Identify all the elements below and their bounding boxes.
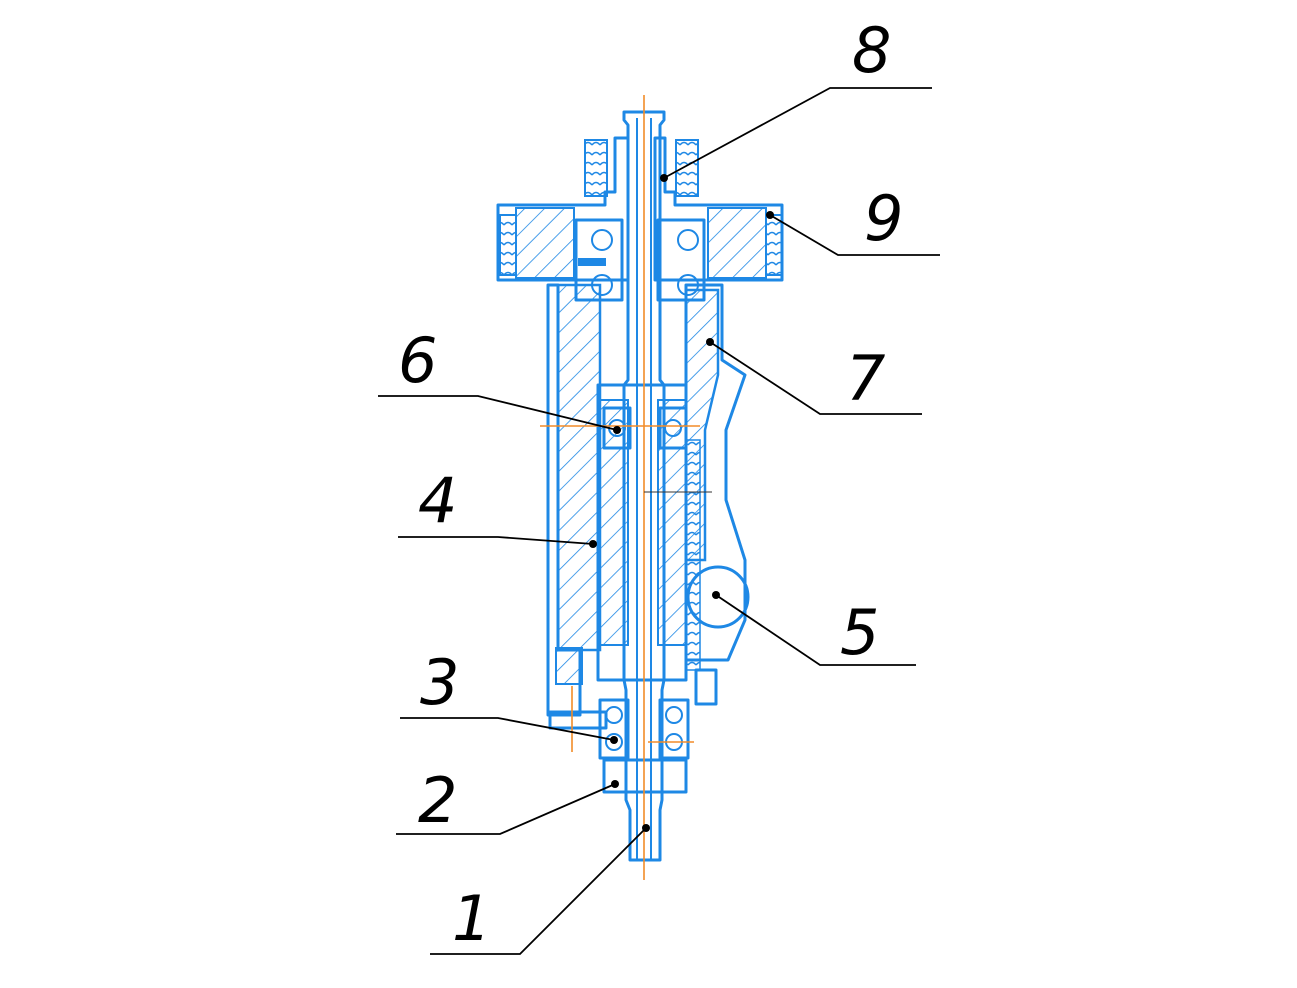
leader-6-dot [613, 426, 621, 434]
leader-2 [396, 783, 616, 835]
housing-right-wall [684, 283, 747, 662]
key-slot [578, 258, 606, 266]
pulley-body [496, 136, 630, 282]
leader-9-dot [766, 211, 774, 219]
leader-6 [378, 395, 618, 431]
housing-bottom-hatch [555, 647, 583, 685]
top-bearing-left [574, 218, 624, 302]
spindle-shaft [622, 110, 666, 862]
ball-icon [605, 706, 623, 724]
bottom-bearing-left [598, 698, 630, 760]
top-bearings [574, 218, 706, 302]
pinion-gear [686, 565, 750, 629]
housing-left-hatch [556, 283, 602, 652]
mid-bearing-right [658, 406, 688, 450]
top-bearing-right [656, 218, 706, 302]
pulley-left-groove [499, 214, 517, 276]
callout-7: 7 [846, 342, 885, 415]
leader-3-dot [610, 736, 618, 744]
bottom-bearing-right [658, 698, 690, 760]
callout-1: 1 [452, 882, 491, 955]
leader-7 [709, 341, 922, 415]
callout-3: 3 [420, 646, 459, 719]
pulley-right-groove [765, 214, 783, 276]
spindle-outline [622, 110, 666, 862]
callout-8: 8 [852, 14, 891, 87]
leader-2-dot [611, 780, 619, 788]
ball-icon [591, 229, 613, 251]
pulley-right-thread [675, 139, 699, 197]
pulley [496, 136, 784, 282]
pulley-left-hatch [515, 207, 575, 279]
bottom-bearing [598, 698, 690, 794]
callouts: 8 9 7 6 4 5 3 2 1 [378, 14, 940, 955]
ball-icon [677, 274, 699, 296]
housing-right-lug [694, 668, 718, 706]
leader-8 [663, 87, 932, 179]
leader-3 [400, 717, 615, 741]
ball-icon [605, 733, 623, 751]
leader-4 [398, 536, 594, 545]
pulley-left-thread [584, 139, 608, 197]
leader-7-dot [706, 338, 714, 346]
mid-bearing-left [602, 406, 632, 450]
callout-5: 5 [840, 596, 879, 669]
callout-4: 4 [418, 464, 457, 537]
pulley-body-right [653, 136, 784, 282]
leader-4-dot [589, 540, 597, 548]
callout-6: 6 [398, 324, 437, 397]
leader-5 [715, 594, 916, 666]
leader-1 [430, 827, 647, 955]
ball-icon [665, 706, 683, 724]
pulley-right-hatch [707, 207, 767, 279]
leader-5-dot [712, 591, 720, 599]
rack-teeth [685, 439, 701, 671]
center-axes [540, 95, 712, 880]
leader-9 [769, 214, 940, 256]
quill-body [596, 383, 688, 682]
ball-icon [591, 274, 613, 296]
housing-bottom-flange [548, 710, 608, 730]
lock-nut [602, 758, 688, 794]
ball-icon [677, 229, 699, 251]
leader-8-dot [660, 174, 668, 182]
housing [546, 283, 747, 730]
callout-2: 2 [418, 764, 457, 837]
leader-1-dot [642, 824, 650, 832]
callout-9: 9 [864, 182, 903, 255]
